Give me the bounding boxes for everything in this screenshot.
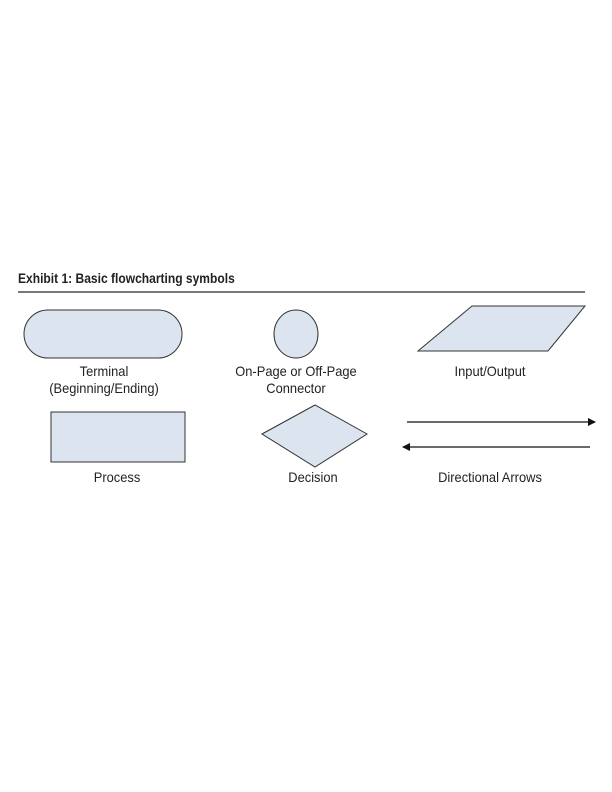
process-label: Process [25, 469, 209, 486]
label-line: Directional Arrows [438, 469, 542, 485]
terminal-shape [23, 309, 183, 359]
process-shape [50, 411, 186, 463]
label-line: On-Page or Off-Page [235, 363, 357, 379]
label-line: Terminal [79, 363, 129, 379]
input-output-label: Input/Output [398, 363, 582, 380]
label-line: Connector [266, 380, 326, 396]
title-divider [18, 291, 585, 293]
connector-label: On-Page or Off-Page Connector [204, 363, 388, 397]
connector-shape [273, 309, 319, 359]
directional-arrows-label: Directional Arrows [398, 469, 582, 486]
label-line: (Beginning/Ending) [49, 380, 159, 396]
input-output-shape [416, 305, 587, 352]
terminal-label: Terminal (Beginning/Ending) [12, 363, 196, 397]
decision-label: Decision [221, 469, 405, 486]
exhibit-title: Exhibit 1: Basic flowcharting symbols [18, 270, 235, 286]
label-line: Decision [288, 469, 338, 485]
label-line: Input/Output [454, 363, 526, 379]
decision-shape [261, 404, 368, 468]
label-line: Process [93, 469, 141, 485]
